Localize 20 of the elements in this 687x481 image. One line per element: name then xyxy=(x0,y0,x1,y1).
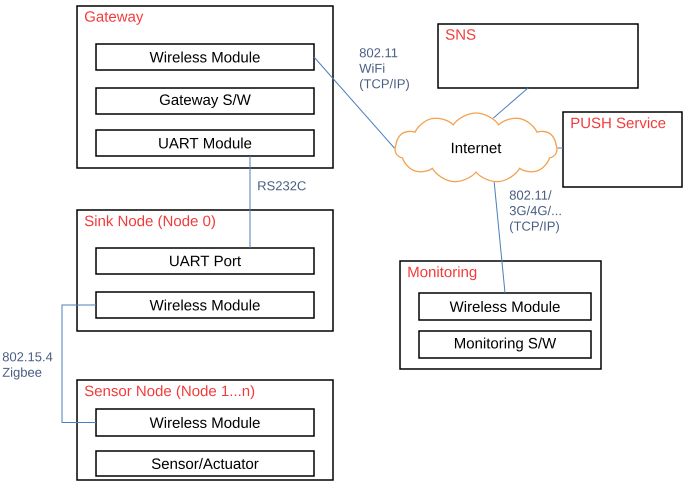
module-box: Wireless Module xyxy=(95,43,315,71)
internet-cloud: Internet xyxy=(394,112,558,182)
connector-line xyxy=(494,182,506,294)
module-box: Sensor/Actuator xyxy=(95,450,315,477)
connector-line xyxy=(62,304,96,423)
module-box: UART Module xyxy=(95,129,315,157)
module-box: Wireless Module xyxy=(418,292,592,321)
module-box: UART Port xyxy=(95,247,315,275)
edge-label: 802.11 WiFi (TCP/IP) xyxy=(359,48,409,91)
module-box: Wireless Module xyxy=(95,408,315,437)
module-box: Monitoring S/W xyxy=(418,330,592,359)
module-box: Wireless Module xyxy=(95,291,315,319)
edge-label: 802.11/ 3G/4G/... (TCP/IP) xyxy=(510,190,561,234)
edge-label: RS232C xyxy=(258,181,306,190)
connector-line xyxy=(492,88,528,119)
connector-line xyxy=(314,56,395,148)
service-box: PUSH Service xyxy=(562,111,683,188)
module-box: Gateway S/W xyxy=(95,87,315,115)
edge-label: 802.15.4 Zigbee xyxy=(2,352,52,380)
service-box: SNS xyxy=(437,23,639,89)
